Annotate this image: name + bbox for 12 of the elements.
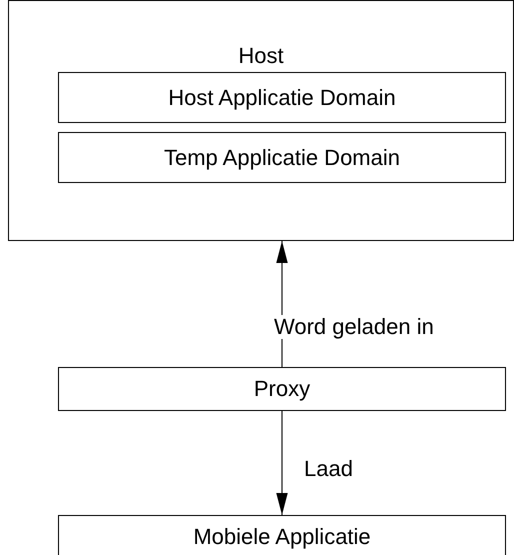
process-box (58, 72, 506, 123)
container-box (8, 0, 514, 241)
box-label: Temp Applicatie Domain (164, 144, 400, 170)
box-label: Proxy (254, 376, 310, 402)
box-title: Host (238, 43, 284, 69)
process-box (58, 132, 506, 183)
box-label: Mobiele Applicatie (193, 524, 371, 550)
box-label: Host Applicatie Domain (168, 84, 396, 110)
process-box (58, 367, 506, 411)
edge-label: Word geladen in (274, 315, 434, 340)
process-box (58, 515, 506, 555)
arrow (276, 410, 288, 516)
